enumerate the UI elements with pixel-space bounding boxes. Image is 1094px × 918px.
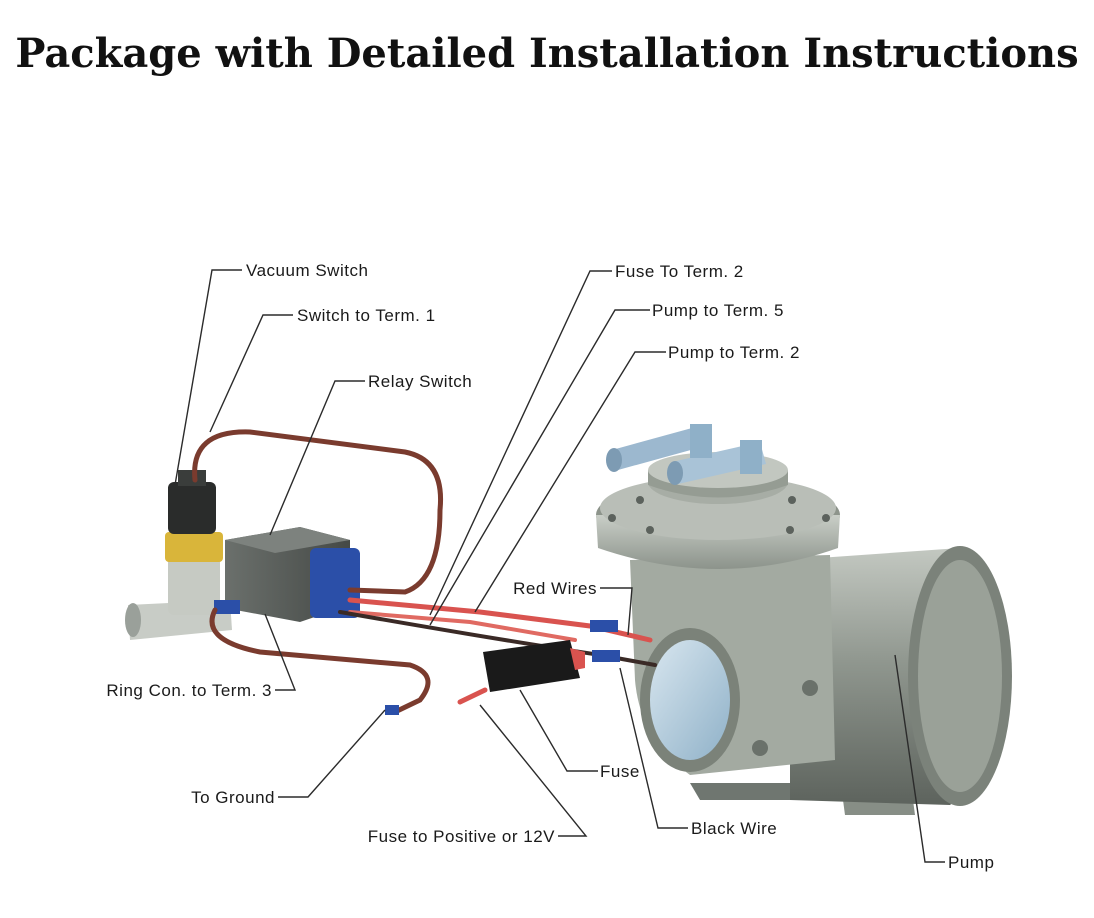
label-black-wire: Black Wire xyxy=(691,819,777,838)
label-fuse: Fuse xyxy=(600,762,640,781)
label-red-wires: Red Wires xyxy=(513,579,597,598)
callout-labels: Vacuum Switch Switch to Term. 1 Relay Sw… xyxy=(106,261,994,872)
label-pump-to-term2: Pump to Term. 2 xyxy=(668,343,800,362)
wires xyxy=(192,429,657,715)
relay-illustration xyxy=(214,527,360,622)
label-switch-to-term1: Switch to Term. 1 xyxy=(297,306,436,325)
vacuum-switch-illustration xyxy=(125,470,232,640)
label-relay-switch: Relay Switch xyxy=(368,372,472,391)
label-fuse-to-term2: Fuse To Term. 2 xyxy=(615,262,744,281)
label-vacuum-switch: Vacuum Switch xyxy=(246,261,368,280)
label-ring-con-to-term3: Ring Con. to Term. 3 xyxy=(106,681,272,700)
leader-lines xyxy=(174,269,945,863)
label-to-ground: To Ground xyxy=(191,788,275,807)
label-fuse-to-positive: Fuse to Positive or 12V xyxy=(368,827,555,846)
page-title: Package with Detailed Installation Instr… xyxy=(15,30,1079,77)
pump-illustration xyxy=(596,424,1012,815)
label-pump-to-term5: Pump to Term. 5 xyxy=(652,301,784,320)
fuse-holder-illustration xyxy=(483,640,585,692)
label-pump: Pump xyxy=(948,853,994,872)
